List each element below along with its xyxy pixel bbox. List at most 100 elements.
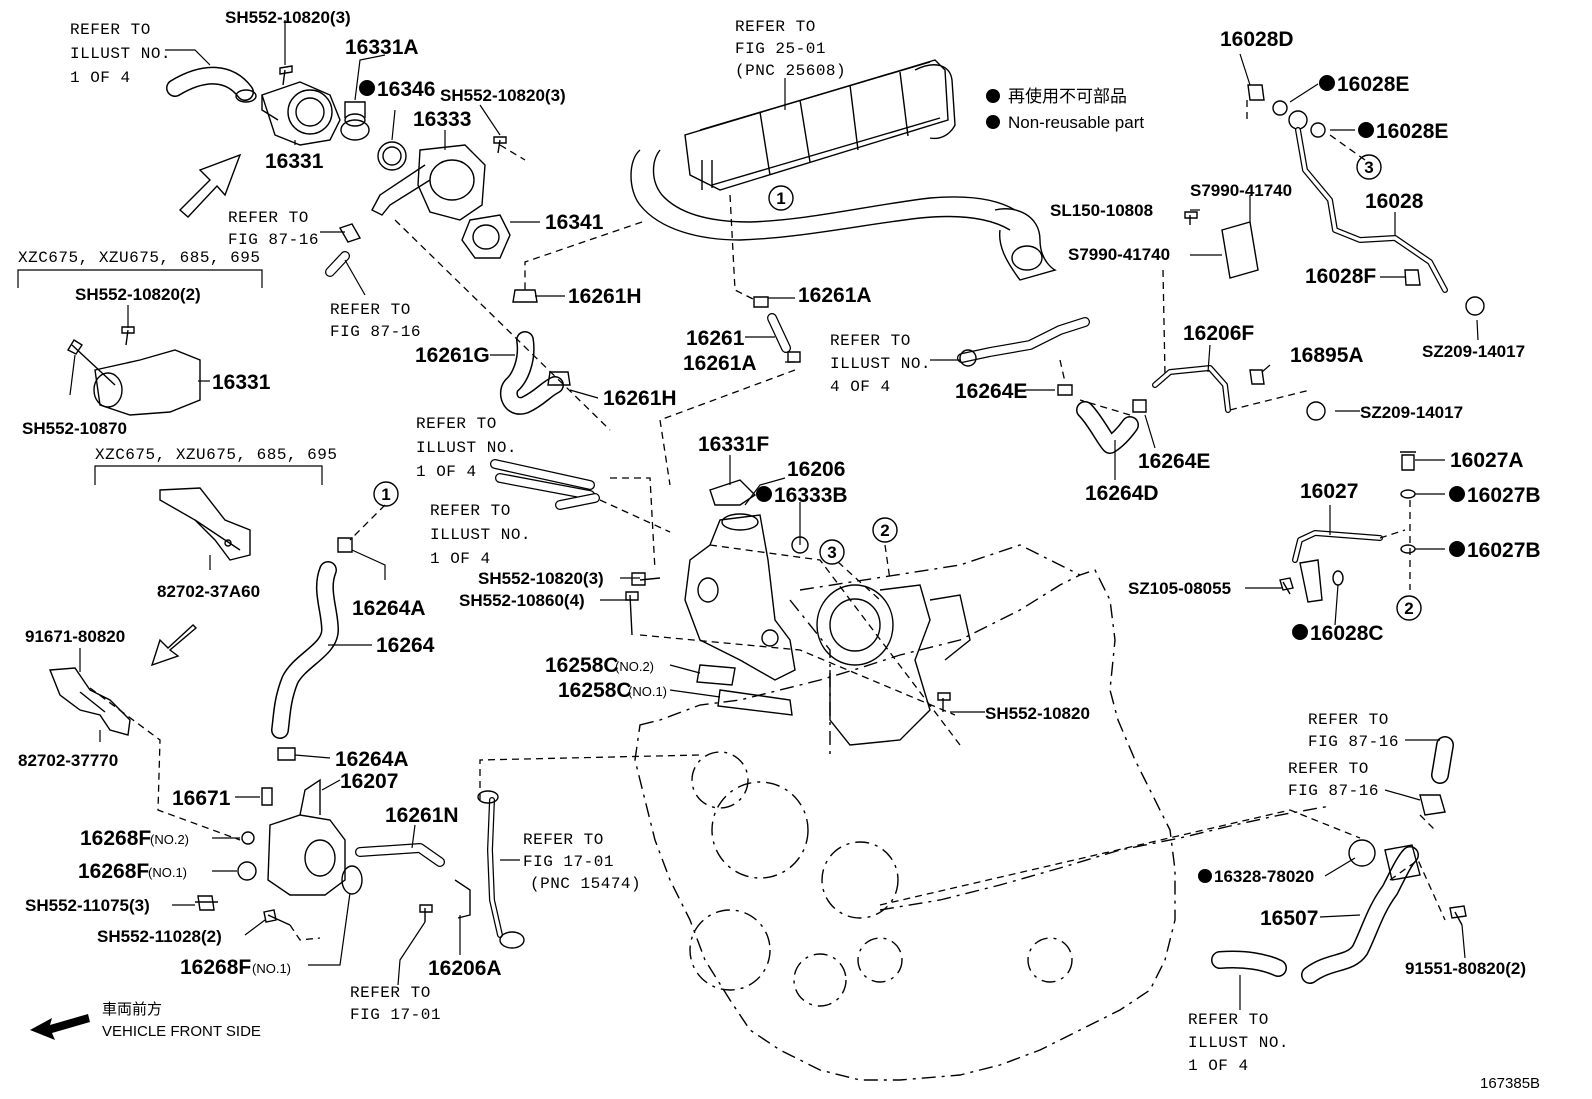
part-label: 16671: [172, 787, 231, 810]
refer-note-line: FIG 87-16: [1288, 782, 1379, 800]
part-label: 16264D: [1085, 482, 1159, 505]
refer-note-line: ILLUST NO.: [830, 355, 931, 373]
bolt-label: SL150-10808: [1050, 201, 1153, 220]
bolt-label: SH552-10820(3): [478, 569, 604, 588]
engine-component: [816, 584, 971, 746]
bolt-label: SH552-11075(3): [25, 896, 150, 915]
callout-1: 1: [776, 189, 785, 208]
bolt-label: S7990-41740: [1190, 181, 1292, 200]
variant-housing-16331: [67, 326, 201, 416]
callout-2: 2: [1404, 599, 1413, 618]
part-sub-label: (NO.1): [628, 684, 667, 699]
legend-en: Non-reusable part: [1008, 113, 1144, 132]
part-label: 16264E: [1138, 450, 1210, 473]
flow-arrow-up-icon: [178, 153, 242, 218]
variant-label: XZC675, XZU675, 685, 695: [95, 446, 337, 464]
non-reusable-bullet-icon: [1358, 122, 1374, 138]
engine-block-outline: [634, 544, 1331, 1081]
refer-note-line: FIG 25-01: [735, 40, 826, 58]
variant-brackets: [17, 269, 323, 485]
part-label: 16028: [1365, 190, 1424, 213]
part-label: 16346: [377, 78, 435, 101]
pipe-16261N: [355, 843, 471, 922]
part-label: 16028E: [1337, 73, 1409, 96]
thermostat-housing-group: [261, 65, 511, 277]
non-reusable-bullet-icon: [1319, 75, 1335, 91]
part-label: 16258C: [558, 679, 632, 702]
bolt-label: SH552-10820(3): [225, 8, 351, 27]
refer-note-line: ILLUST NO.: [1188, 1034, 1289, 1052]
part-label: 16261G: [415, 344, 490, 367]
bolt-label: 91671-80820: [25, 627, 125, 646]
bolt-label: SH552-11028(2): [97, 927, 222, 946]
pipe-15474: [477, 790, 525, 949]
thermostat-outlet-16206: [625, 479, 809, 716]
part-label: 16206F: [1183, 322, 1254, 345]
water-pump-16207: [195, 778, 363, 926]
pipe-16027: [1279, 451, 1416, 603]
part-label: 16264E: [955, 380, 1027, 403]
part-label: 16341: [545, 211, 604, 234]
flow-arrow-down-icon: [150, 624, 198, 667]
refer-note-line: REFER TO: [350, 984, 431, 1002]
refer-note-line: 1 OF 4: [416, 463, 477, 481]
part-label: 16268F: [78, 860, 149, 883]
refer-note-line: (PNC 15474): [530, 875, 641, 893]
refer-note-line: FIG 17-01: [523, 853, 614, 871]
refer-note-line: FIG 87-16: [228, 231, 319, 249]
part-sub-label: (NO.1): [252, 961, 291, 976]
refer-note-line: (PNC 25608): [735, 62, 846, 80]
refer-note-line: FIG 17-01: [350, 1006, 441, 1024]
refer-note-line: REFER TO: [330, 301, 411, 319]
non-reusable-bullet-icon: [1449, 541, 1465, 557]
hose-16264: [271, 537, 353, 761]
bolt-label: SZ209-14017: [1422, 342, 1525, 361]
callout-3: 3: [827, 543, 836, 562]
part-label: 16258C: [545, 654, 619, 677]
clamp-S7990-41740: [1184, 211, 1259, 279]
part-label: 16331F: [698, 433, 769, 456]
dashed-lines: [89, 100, 1446, 941]
water-inlet-16507: [1211, 736, 1467, 984]
part-label: 16261H: [568, 285, 642, 308]
part-label: 16895A: [1290, 344, 1364, 367]
callout-2: 2: [880, 521, 889, 540]
refer-note-line: REFER TO: [1288, 760, 1369, 778]
diagram-id: 167385B: [1480, 1075, 1540, 1092]
refer-notes: REFER TO ILLUST NO. 1 OF 4 REFER TO FIG …: [70, 18, 1399, 1075]
refer-note-line: 1 OF 4: [70, 69, 131, 87]
bolt-label: SH552-10820: [985, 704, 1090, 723]
part-label: 16264: [376, 634, 435, 657]
non-reusable-bullet-icon: [986, 89, 1000, 103]
legend: 再使用不可部品 Non-reusable part: [986, 86, 1144, 132]
bracket-82702-37A60: [159, 487, 251, 561]
upper-left-hose: [166, 66, 257, 103]
bolt-label: SZ209-14017: [1360, 403, 1463, 422]
part-label: 16027B: [1467, 484, 1541, 507]
part-label: 16206: [787, 458, 845, 481]
refer-note-line: ILLUST NO.: [70, 45, 171, 63]
part-label: 16028F: [1305, 265, 1376, 288]
refer-note-line: REFER TO: [228, 209, 309, 227]
non-reusable-bullet-icon: [1198, 869, 1212, 883]
hoses-refer-1of4: [490, 459, 600, 510]
part-label: 16331: [212, 371, 271, 394]
part-label: 16268F: [180, 956, 251, 979]
part-label: 16028E: [1376, 120, 1448, 143]
refer-note-line: FIG 87-16: [1308, 733, 1399, 751]
refer-note-line: REFER TO: [430, 502, 511, 520]
part-label: 16268F: [80, 827, 151, 850]
non-reusable-bullet-icon: [986, 115, 1000, 129]
leader-lines: [69, 20, 1479, 1010]
callouts: 1 1 2 3 3 2: [373, 154, 1422, 621]
callout-1: 1: [381, 485, 390, 504]
part-label: 16028D: [1220, 28, 1294, 51]
part-label: 16331: [265, 150, 324, 173]
part-label: 16261: [686, 327, 745, 350]
refer-note-line: REFER TO: [1188, 1011, 1269, 1029]
bracket-82702-37770: [48, 667, 131, 736]
refer-note-line: REFER TO: [1308, 711, 1389, 729]
pipe-16206F: [1152, 365, 1326, 421]
hoses-16261: [499, 289, 801, 415]
